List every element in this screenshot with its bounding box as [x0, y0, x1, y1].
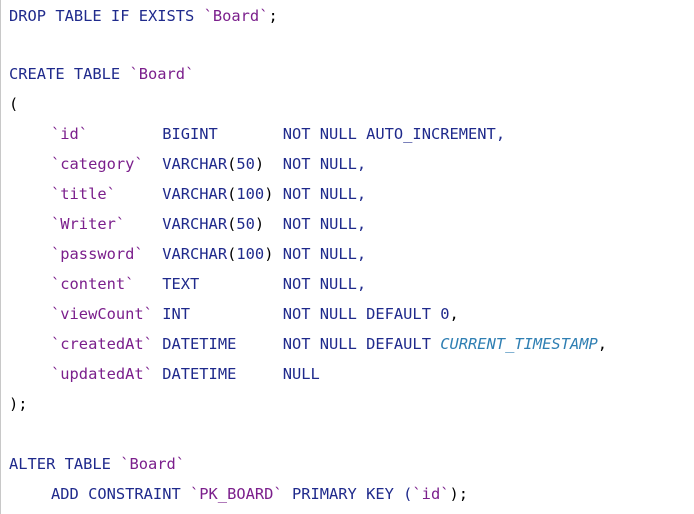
code-line-create-table: CREATE TABLE `Board`: [9, 62, 194, 86]
column-type: TEXT: [162, 275, 200, 293]
column-type: BIGINT: [162, 125, 218, 143]
code-line-open-paren: (: [9, 92, 18, 116]
column-definition: `title` VARCHAR(100) NOT NULL,: [51, 185, 367, 203]
constraint-name: `PK_BOARD`: [190, 485, 283, 503]
column-constraint: NOT NULL DEFAULT: [282, 305, 441, 323]
column-type: VARCHAR: [162, 185, 228, 203]
column-type: DATETIME: [162, 365, 237, 383]
column-definition: `createdAt` DATETIME NOT NULL DEFAULT CU…: [51, 335, 608, 353]
column-constraint: NOT NULL DEFAULT: [282, 335, 441, 353]
column-definition: `updatedAt` DATETIME NULL: [51, 362, 320, 386]
column-constraint: NULL: [282, 365, 320, 383]
type-length: 50: [236, 155, 255, 173]
column-constraint: NOT NULL AUTO_INCREMENT,: [282, 125, 506, 143]
type-length: 100: [236, 245, 265, 263]
close-paren: );: [9, 395, 28, 413]
identifier-board: `Board`: [129, 65, 195, 83]
column-type: INT: [162, 305, 191, 323]
code-line-close-paren: );: [9, 392, 28, 416]
keyword-create-table: CREATE TABLE: [9, 65, 130, 83]
code-line-alter-table: ALTER TABLE `Board`: [9, 452, 185, 476]
column-name: `updatedAt`: [51, 365, 153, 383]
column-type: VARCHAR: [162, 215, 228, 233]
type-length: 100: [236, 185, 265, 203]
column-definition: `content` TEXT NOT NULL,: [51, 272, 366, 296]
column-name: `createdAt`: [51, 335, 153, 353]
column-name: `password`: [51, 245, 144, 263]
identifier-board: `Board`: [203, 7, 269, 25]
column-name: `Writer`: [51, 215, 126, 233]
keyword-add-constraint: ADD CONSTRAINT: [51, 485, 190, 503]
column-name: `title`: [51, 185, 116, 203]
column-type: DATETIME: [162, 335, 237, 353]
keyword-drop-table: DROP TABLE IF EXISTS: [9, 7, 204, 25]
type-length: 50: [236, 215, 255, 233]
column-name: `category`: [51, 155, 144, 173]
code-line-add-constraint: ADD CONSTRAINT `PK_BOARD` PRIMARY KEY (`…: [51, 482, 468, 506]
column-definition: `Writer` VARCHAR(50) NOT NULL,: [51, 215, 367, 233]
column-constraint: NOT NULL,: [282, 215, 367, 233]
column-type: VARCHAR: [162, 245, 228, 263]
code-line-drop-table: DROP TABLE IF EXISTS `Board`;: [9, 4, 278, 28]
default-function: CURRENT_TIMESTAMP: [440, 335, 598, 353]
open-paren: (: [9, 95, 19, 113]
column-constraint: NOT NULL,: [282, 245, 367, 263]
semicolon: ;: [268, 7, 278, 25]
column-type: VARCHAR: [162, 155, 228, 173]
column-constraint: NOT NULL,: [282, 185, 367, 203]
statement-end: );: [449, 485, 469, 503]
column-definition: `password` VARCHAR(100) NOT NULL,: [51, 245, 367, 263]
column-constraint: NOT NULL,: [282, 155, 367, 173]
column-name: `content`: [51, 275, 135, 293]
default-value: 0: [440, 305, 450, 323]
identifier-board: `Board`: [120, 455, 186, 473]
column-definition: `id` BIGINT NOT NULL AUTO_INCREMENT,: [51, 122, 505, 146]
keyword-primary-key: PRIMARY KEY (: [282, 485, 413, 503]
key-column: `id`: [412, 485, 450, 503]
column-constraint: NOT NULL,: [282, 275, 367, 293]
keyword-alter-table: ALTER TABLE: [9, 455, 121, 473]
column-definition: `viewCount` INT NOT NULL DEFAULT 0,: [51, 305, 459, 323]
column-name: `id`: [51, 125, 89, 143]
column-definition: `category` VARCHAR(50) NOT NULL,: [51, 155, 367, 173]
column-name: `viewCount`: [51, 305, 153, 323]
